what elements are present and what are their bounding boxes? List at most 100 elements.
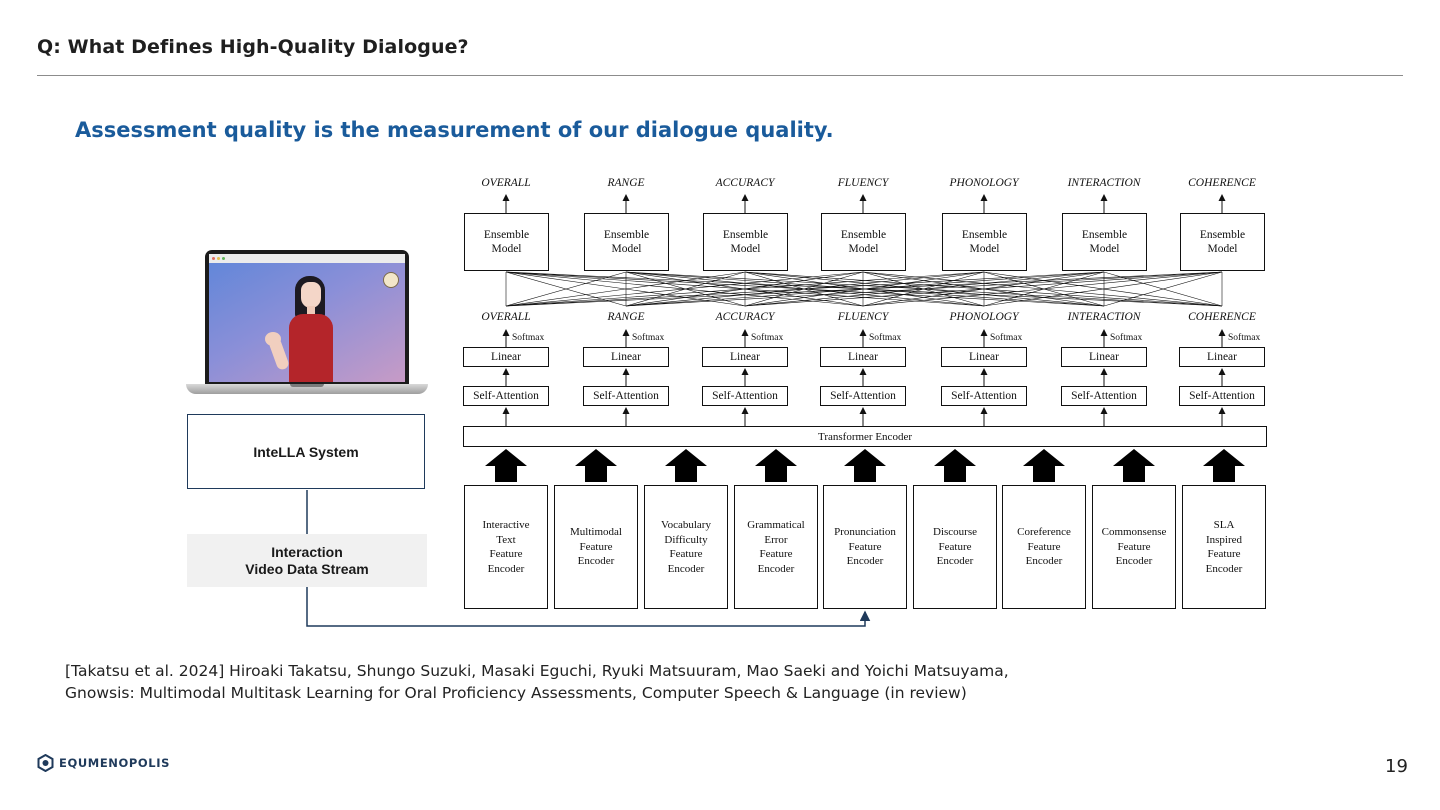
encoder-up-arrow	[1203, 449, 1245, 482]
mesh-line	[625, 271, 1223, 307]
laptop-screen	[205, 250, 409, 384]
self-attention-accuracy: Self-Attention	[702, 386, 788, 406]
mesh-line	[744, 271, 1223, 307]
softmax-label-range: Softmax	[632, 333, 665, 343]
equmenopolis-logo: EQUMENOPOLIS	[37, 754, 170, 772]
laptop-illustration	[186, 250, 428, 398]
encoder-up-arrow	[575, 449, 617, 482]
head-label-overall: OVERALL	[481, 311, 531, 323]
citation-line-1: [Takatsu et al. 2024] Hiroaki Takatsu, S…	[65, 662, 1009, 680]
encoder-up-arrow	[844, 449, 886, 482]
title-divider	[37, 75, 1403, 76]
encoder-up-arrow	[934, 449, 976, 482]
output-label-overall: OVERALL	[481, 177, 531, 189]
stream-to-pronunciation-line	[306, 587, 871, 627]
intella-system-box: InteLLA System	[187, 414, 425, 489]
feature-encoder-4: Grammatical Error Feature Encoder	[734, 485, 818, 609]
self-attention-coherence: Self-Attention	[1179, 386, 1265, 406]
encoder-up-arrow	[755, 449, 797, 482]
maximize-dot-icon	[222, 257, 225, 260]
feature-encoder-6: Discourse Feature Encoder	[913, 485, 997, 609]
softmax-label-coherence: Softmax	[1228, 333, 1261, 343]
softmax-label-accuracy: Softmax	[751, 333, 784, 343]
mesh-line	[505, 271, 985, 307]
softmax-label-fluency: Softmax	[869, 333, 902, 343]
video-data-stream-box: Interaction Video Data Stream	[187, 534, 427, 587]
head-label-phonology: PHONOLOGY	[949, 311, 1019, 323]
ensemble-model-interaction: Ensemble Model	[1062, 213, 1147, 271]
mesh-line	[1103, 271, 1223, 307]
avatar-video	[209, 254, 405, 382]
feature-encoder-8: Commonsense Feature Encoder	[1092, 485, 1176, 609]
head-connectors	[502, 194, 1226, 426]
page-number: 19	[1385, 756, 1408, 777]
head-label-range: RANGE	[607, 311, 645, 323]
minimize-dot-icon	[217, 257, 220, 260]
feature-encoder-9: SLA Inspired Feature Encoder	[1182, 485, 1266, 609]
feature-encoder-7: Coreference Feature Encoder	[1002, 485, 1086, 609]
citation-line-2: Gnowsis: Multimodal Multitask Learning f…	[65, 684, 967, 702]
encoder-up-arrow	[665, 449, 707, 482]
softmax-label-overall: Softmax	[512, 333, 545, 343]
softmax-label-phonology: Softmax	[990, 333, 1023, 343]
linear-layer-coherence: Linear	[1179, 347, 1265, 367]
ensemble-model-coherence: Ensemble Model	[1180, 213, 1265, 271]
ensemble-model-phonology: Ensemble Model	[942, 213, 1027, 271]
head-label-accuracy: ACCURACY	[715, 311, 775, 323]
ensemble-model-overall: Ensemble Model	[464, 213, 549, 271]
hexagon-logo-icon	[37, 754, 54, 772]
linear-layer-fluency: Linear	[820, 347, 906, 367]
citation: [Takatsu et al. 2024] Hiroaki Takatsu, S…	[65, 660, 1009, 704]
avatar-body	[289, 314, 333, 382]
transformer-encoder-box: Transformer Encoder	[463, 426, 1267, 447]
linear-layer-accuracy: Linear	[702, 347, 788, 367]
encoder-up-arrow	[485, 449, 527, 482]
browser-bar	[209, 254, 405, 263]
laptop-base	[186, 384, 428, 394]
ensemble-model-range: Ensemble Model	[584, 213, 669, 271]
laptop-notch	[290, 384, 324, 387]
self-attention-fluency: Self-Attention	[820, 386, 906, 406]
close-dot-icon	[212, 257, 215, 260]
avatar-face	[301, 282, 321, 308]
self-attention-overall: Self-Attention	[463, 386, 549, 406]
mesh-line	[983, 271, 1223, 307]
linear-layer-phonology: Linear	[941, 347, 1027, 367]
feature-encoder-2: Multimodal Feature Encoder	[554, 485, 638, 609]
output-label-accuracy: ACCURACY	[715, 177, 775, 189]
avatar-neck	[307, 306, 315, 316]
encoder-up-arrow	[1113, 449, 1155, 482]
head-label-interaction: INTERACTION	[1067, 311, 1141, 323]
head-label-coherence: COHERENCE	[1188, 311, 1256, 323]
output-label-phonology: PHONOLOGY	[949, 177, 1019, 189]
encoder-up-arrow	[1023, 449, 1065, 482]
mesh-line	[505, 271, 1223, 307]
feature-encoder-1: Interactive Text Feature Encoder	[464, 485, 548, 609]
output-label-range: RANGE	[607, 177, 645, 189]
mesh-line	[862, 271, 1223, 307]
output-label-interaction: INTERACTION	[1067, 177, 1141, 189]
mesh-line	[505, 271, 746, 307]
linear-layer-range: Linear	[583, 347, 669, 367]
linear-layer-interaction: Linear	[1061, 347, 1147, 367]
mesh-line	[505, 271, 864, 307]
self-attention-range: Self-Attention	[583, 386, 669, 406]
head-label-fluency: FLUENCY	[837, 311, 889, 323]
output-label-coherence: COHERENCE	[1188, 177, 1256, 189]
linear-layer-overall: Linear	[463, 347, 549, 367]
ensemble-model-accuracy: Ensemble Model	[703, 213, 788, 271]
ensemble-mesh-lines	[505, 271, 1223, 307]
encoder-arrows	[485, 449, 1245, 482]
feature-encoder-5: Pronunciation Feature Encoder	[823, 485, 907, 609]
softmax-label-interaction: Softmax	[1110, 333, 1143, 343]
feature-encoder-3: Vocabulary Difficulty Feature Encoder	[644, 485, 728, 609]
self-attention-interaction: Self-Attention	[1061, 386, 1147, 406]
output-label-fluency: FLUENCY	[837, 177, 889, 189]
logo-text: EQUMENOPOLIS	[59, 756, 170, 770]
mesh-line	[505, 271, 627, 307]
slide-title: Q: What Defines High-Quality Dialogue?	[37, 36, 469, 58]
headline: Assessment quality is the measurement of…	[75, 118, 834, 142]
mesh-line	[505, 271, 1105, 307]
